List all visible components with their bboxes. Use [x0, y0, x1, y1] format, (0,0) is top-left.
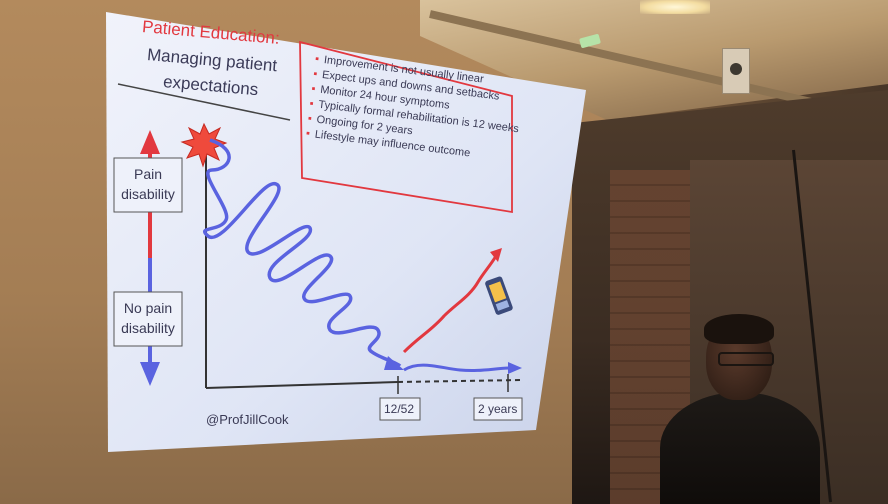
- tick-label-2-years: 2 years: [478, 402, 518, 416]
- starburst-icon: [180, 122, 228, 168]
- arrow-down-icon: [140, 362, 160, 386]
- slide-surface: [106, 12, 586, 452]
- curve-arrowhead: [384, 356, 404, 370]
- no-pain-box: [113, 291, 183, 347]
- recovery-curve: [203, 138, 402, 368]
- arrow-up-icon: [140, 130, 160, 154]
- x-axis: [205, 381, 399, 389]
- tick-box-2-years: [473, 397, 523, 421]
- red-arrowhead: [490, 248, 502, 262]
- phone-icon: [485, 276, 513, 315]
- pain-label-line2: disability: [121, 186, 175, 202]
- presenter-glasses: [718, 352, 774, 366]
- credit-handle: @ProfJillCook: [206, 412, 289, 427]
- blue-arrowhead: [508, 362, 522, 374]
- bullets-box: [299, 40, 513, 214]
- no-pain-label-line1: No pain: [123, 300, 173, 316]
- presenter-torso: [660, 392, 820, 504]
- x-axis-dashed: [397, 379, 523, 383]
- presenter: [660, 314, 820, 504]
- pain-label-line1: Pain: [133, 166, 163, 182]
- red-rise-line: [402, 255, 498, 354]
- no-pain-label: No pain disability: [114, 298, 182, 338]
- title-underline: [117, 83, 291, 121]
- no-pain-label-line2: disability: [121, 320, 175, 336]
- speaker-icon: [722, 48, 750, 94]
- blue-flat-line: [403, 363, 513, 373]
- ceiling-light: [640, 0, 710, 14]
- tick-label-12-52: 12/52: [384, 402, 415, 416]
- pain-label: Pain disability: [114, 164, 182, 204]
- tick-box-12-52: [379, 397, 421, 421]
- presenter-hair: [704, 314, 774, 344]
- pain-box: [113, 157, 183, 213]
